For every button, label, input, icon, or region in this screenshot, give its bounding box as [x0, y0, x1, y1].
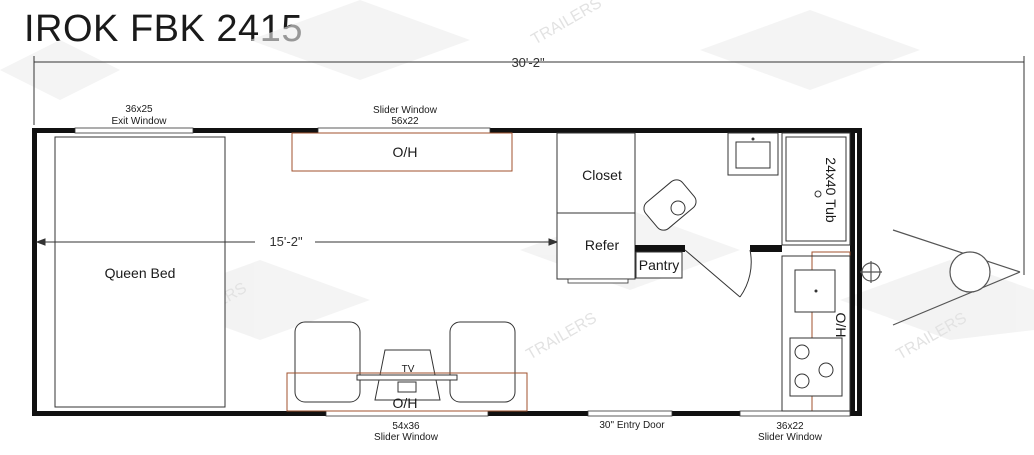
- slider-window-bottom-size: 54x36: [392, 421, 420, 432]
- kitchen-sink: [794, 269, 836, 313]
- exit-window-label: Exit Window: [111, 116, 167, 127]
- trailer-hitch: [860, 229, 1021, 326]
- kitchen-counter: [781, 255, 851, 412]
- closet-label: Closet: [582, 167, 622, 183]
- bathroom-wall-lower-right: [750, 245, 782, 252]
- entry-door-label: 30" Entry Door: [599, 420, 665, 431]
- overhead-cabinet-kitchen-label: O/H: [833, 313, 849, 338]
- slider-window-right-label: Slider Window: [758, 432, 823, 443]
- slider-window-top-size: 56x22: [391, 116, 419, 127]
- overhead-cabinet-top-label: O/H: [393, 144, 418, 160]
- bathtub-inner: [785, 136, 847, 242]
- overhead-cabinet-top: [291, 132, 513, 172]
- entry-swing-door: [684, 249, 752, 298]
- slider-window-right-size: 36x22: [776, 421, 804, 432]
- bathroom-sink: [727, 132, 779, 176]
- plan-title: IROK FBK 2415: [24, 8, 303, 50]
- refrigerator: [556, 212, 636, 280]
- overall-length-label: 30'-2": [511, 55, 545, 70]
- slider-window-top-label: Slider Window: [373, 105, 438, 116]
- interior-length-label: 15'-2": [269, 234, 303, 249]
- bathroom-wall-lower-left: [635, 245, 685, 252]
- tub-drain: [814, 190, 822, 198]
- queen-bed: [54, 136, 226, 408]
- toilet: [643, 179, 697, 231]
- overhead-cabinet-bottom-label: O/H: [393, 395, 418, 411]
- overall-dimension: [33, 56, 1025, 275]
- stove-burners: [789, 337, 843, 397]
- refrigerator-label: Refer: [585, 237, 620, 253]
- pantry-label: Pantry: [639, 257, 679, 273]
- watermark-text-1: TRAILERS: [529, 0, 605, 48]
- pantry: [635, 251, 683, 279]
- tv-label: TV: [402, 364, 415, 375]
- watermark-text-3: TRAILERS: [524, 310, 600, 364]
- dinette-seats: [294, 321, 516, 403]
- closet: [556, 132, 636, 214]
- exit-window-size: 36x25: [125, 104, 153, 115]
- slider-window-bottom-label: Slider Window: [374, 432, 439, 443]
- overhead-cabinet-bottom: [286, 372, 528, 412]
- bathtub-label: 24x40 Tub: [823, 157, 839, 223]
- queen-bed-label: Queen Bed: [105, 265, 176, 281]
